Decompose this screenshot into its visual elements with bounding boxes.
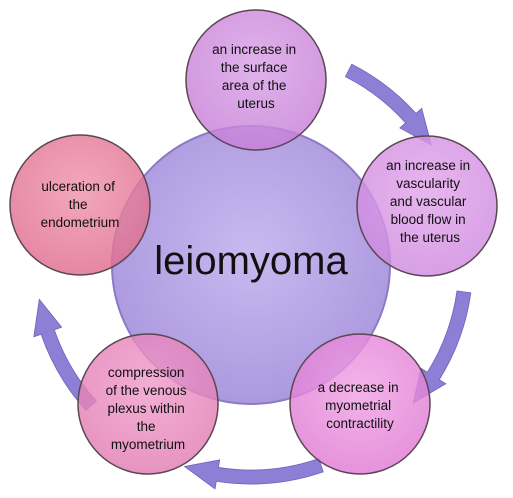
arrow-bottom [183, 458, 324, 490]
node-label: an increase in vascularity and vascular … [386, 158, 474, 245]
node-contractility: a decrease in myometrial contractility [289, 333, 431, 475]
node-line: an increase in [212, 42, 296, 57]
node-line: blood flow in [391, 212, 466, 227]
node-line: area of the [222, 78, 287, 93]
node-vascularity: an increase in vascularity and vascular … [356, 135, 498, 277]
node-line: the [69, 197, 88, 212]
node-label: ulceration of the endometrium [41, 179, 120, 230]
node-line: ulceration of [41, 179, 115, 194]
node-line: uterus [237, 96, 275, 111]
outer-nodes: an increase in the surface area of the u… [9, 9, 498, 475]
node-line: myometrial [325, 398, 391, 413]
node-line: and vascular [390, 194, 467, 209]
node-line: endometrium [41, 215, 120, 230]
node-venous-compression: compression of the venous plexus within … [77, 333, 219, 475]
node-line: myometrium [111, 437, 185, 452]
node-line: plexus within [107, 401, 184, 416]
arrow-top-right [344, 63, 432, 146]
node-line: the [137, 419, 156, 434]
node-surface-area: an increase in the surface area of the u… [185, 9, 327, 151]
node-line: contractility [326, 416, 394, 431]
node-label: a decrease in myometrial contractility [318, 380, 403, 431]
node-line: the uterus [400, 230, 460, 245]
node-line: a decrease in [318, 380, 399, 395]
node-line: the surface [221, 60, 288, 75]
node-line: an increase in [386, 158, 470, 173]
node-line: vascularity [396, 176, 460, 191]
node-line: compression [108, 365, 185, 380]
center-node: leiomyoma [111, 125, 391, 405]
center-label: leiomyoma [154, 239, 348, 283]
node-line: of the venous [106, 383, 187, 398]
node-label: an increase in the surface area of the u… [212, 42, 300, 111]
node-label: compression of the venous plexus within … [106, 365, 191, 452]
node-ulceration: ulceration of the endometrium [9, 134, 151, 276]
